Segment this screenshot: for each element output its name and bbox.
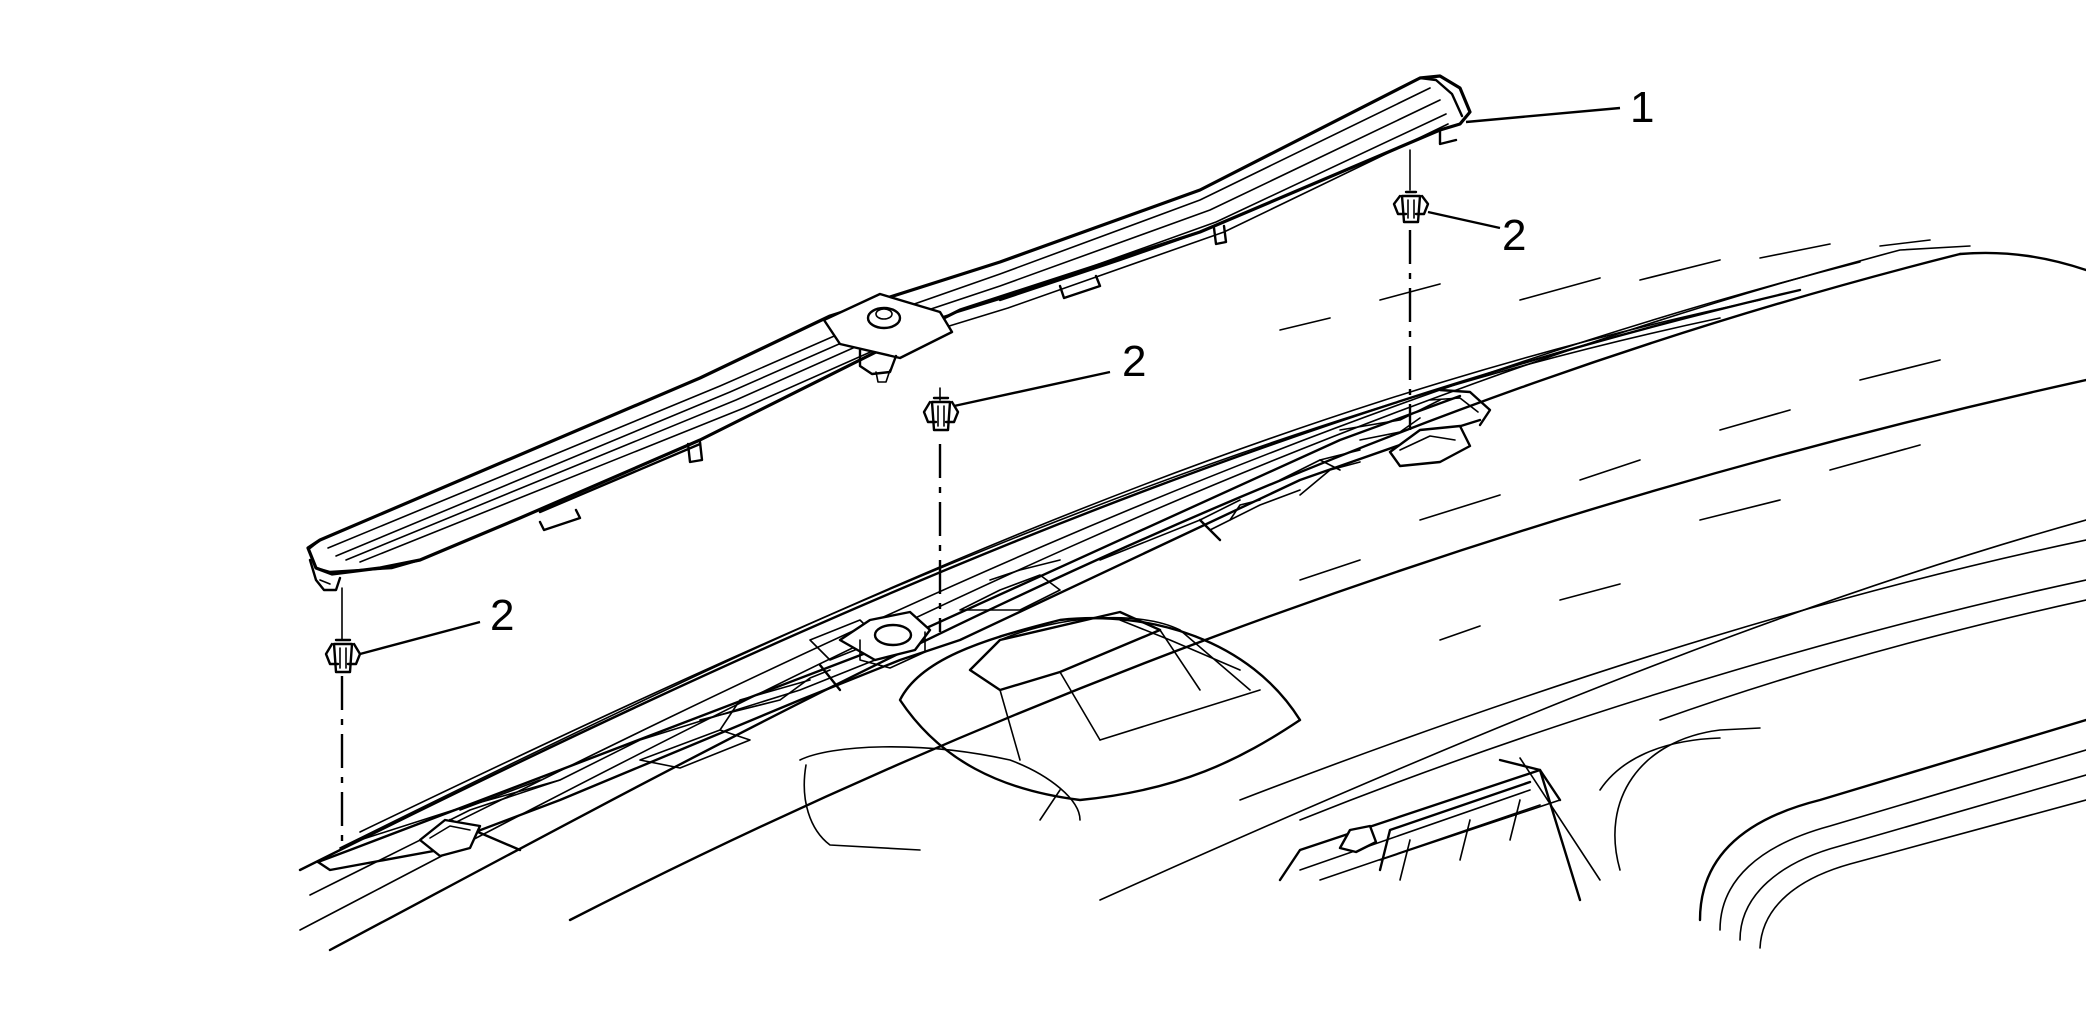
callout-2-clip-center: 2 <box>1122 337 1146 386</box>
callout-1-trim-panel: 1 <box>1630 83 1654 132</box>
retainer-clip-center <box>922 396 960 432</box>
leader-lines <box>359 106 1621 656</box>
alignment-lines <box>340 149 1412 850</box>
defroster-grille-panel <box>306 74 1472 592</box>
instrument-panel <box>298 239 2086 952</box>
retainer-clip-right <box>1392 190 1430 224</box>
retainer-clip-left <box>324 638 362 674</box>
callout-2-clip-right: 2 <box>1502 211 1526 260</box>
callout-2-clip-left: 2 <box>490 591 514 640</box>
